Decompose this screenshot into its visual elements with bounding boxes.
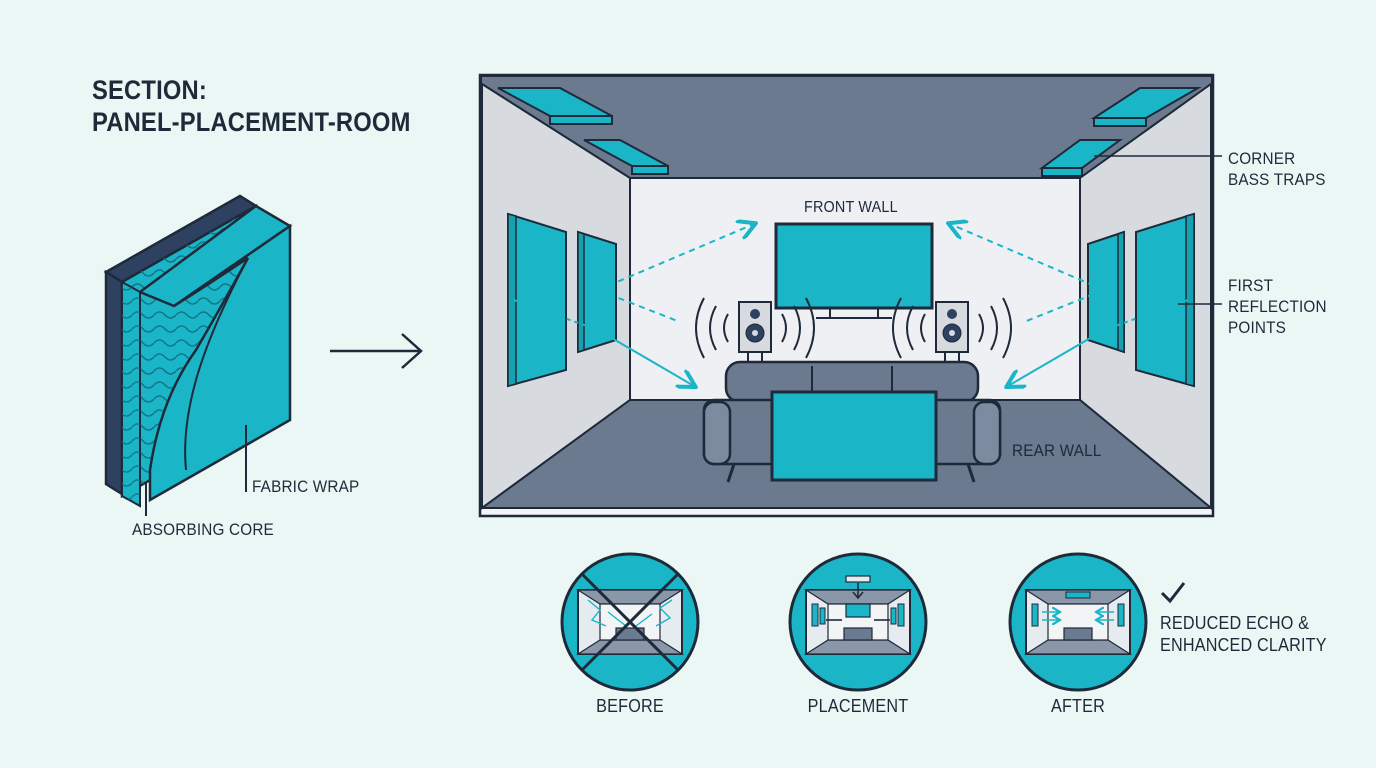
section-title: SECTION: PANEL-PLACEMENT-ROOM — [92, 74, 411, 138]
front-wall-label: FRONT WALL — [804, 199, 898, 216]
section-title-line1: SECTION: — [92, 75, 207, 105]
section-title-line2: PANEL-PLACEMENT-ROOM — [92, 107, 411, 137]
step-placement-illustration — [788, 552, 928, 692]
front-wall-panel — [774, 222, 934, 319]
speaker-right — [935, 301, 969, 362]
step-before-label: BEFORE — [596, 696, 664, 716]
first-reflection-line1: FIRST — [1228, 276, 1274, 295]
speaker-left — [738, 301, 772, 362]
acoustic-panel-illustration — [103, 194, 293, 508]
fabric-wrap-label: FABRIC WRAP — [252, 477, 360, 496]
room-illustration — [478, 73, 1215, 518]
bass-trap-top-right — [1038, 87, 1202, 177]
check-icon — [1160, 582, 1186, 604]
sofa — [702, 360, 1002, 483]
corner-bass-traps-label: CORNER BASS TRAPS — [1228, 148, 1326, 190]
step-after-label: AFTER — [1050, 696, 1105, 716]
first-reflection-points-label: FIRST REFLECTION POINTS — [1228, 275, 1327, 338]
sound-waves — [695, 297, 1012, 359]
step-after-illustration — [1008, 552, 1148, 692]
bass-trap-top-left — [497, 87, 669, 175]
corner-bass-traps-line1: CORNER — [1228, 149, 1296, 168]
reflection-lines — [513, 224, 1189, 386]
arrow-right-icon — [330, 333, 423, 369]
result-line1: REDUCED ECHO & — [1160, 613, 1310, 633]
corner-bass-traps-line2: BASS TRAPS — [1228, 170, 1326, 189]
rear-wall-label: REAR WALL — [1012, 441, 1102, 460]
result-line2: ENHANCED CLARITY — [1160, 635, 1327, 655]
first-reflection-line2: REFLECTION — [1228, 297, 1327, 316]
step-before-illustration — [560, 552, 700, 692]
step-placement-label: PLACEMENT — [807, 696, 909, 716]
result-label: REDUCED ECHO & ENHANCED CLARITY — [1160, 612, 1327, 656]
absorbing-core-label: ABSORBING CORE — [132, 520, 274, 539]
first-reflection-line3: POINTS — [1228, 318, 1287, 337]
